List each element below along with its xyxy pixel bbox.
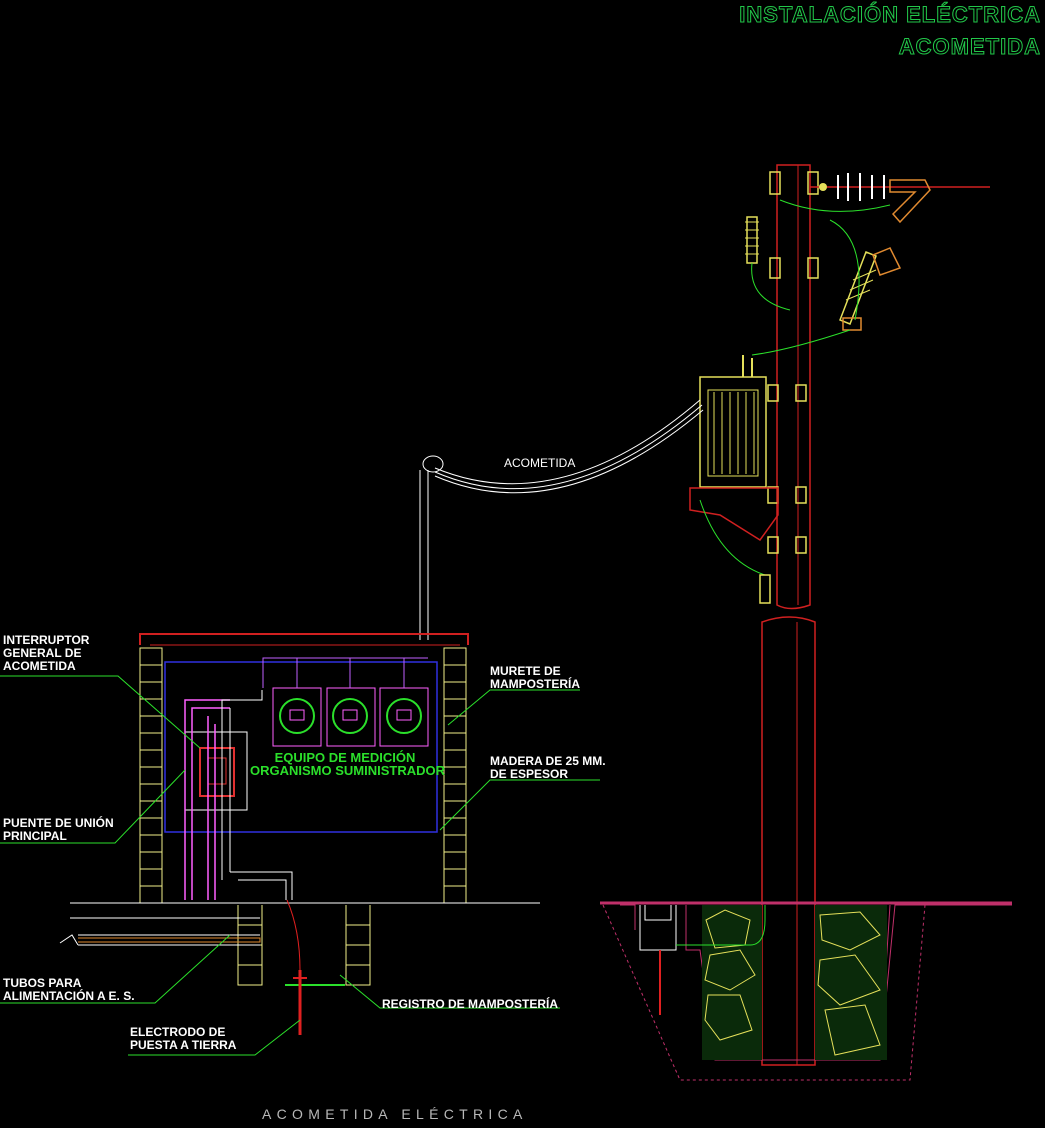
lightning-arrester <box>745 216 791 311</box>
label-madera: MADERA DE 25 MM.DE ESPESOR <box>490 754 606 781</box>
fuse-cutout <box>829 219 902 331</box>
drawing-footer: ACOMETIDA ELÉCTRICA <box>262 1106 528 1122</box>
diagram-subtitle: ACOMETIDA <box>898 34 1041 60</box>
transformer <box>689 329 851 604</box>
pole-brackets <box>767 171 819 554</box>
service-drop <box>419 399 704 640</box>
leader-lines <box>0 675 600 1056</box>
label-acometida: ACOMETIDA <box>504 456 576 470</box>
utility-pole <box>761 164 816 1066</box>
label-registro: REGISTRO DE MAMPOSTERÍA <box>382 997 559 1011</box>
diagram-title: INSTALACIÓN ELÉCTRICA <box>739 2 1041 28</box>
ground-level <box>600 901 1012 1081</box>
insulator-string <box>779 173 990 224</box>
meter-enclosure <box>139 633 469 904</box>
ground-registro <box>59 899 540 1035</box>
